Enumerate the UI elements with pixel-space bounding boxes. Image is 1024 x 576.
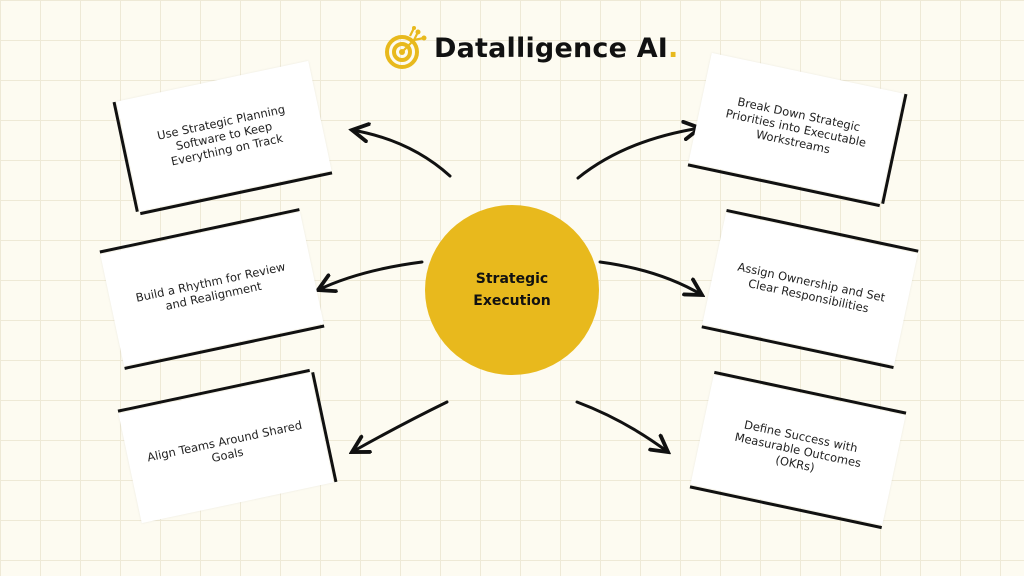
brand-name: Datalligence AI (434, 32, 669, 64)
brand-logo: Datalligence AI . (384, 18, 678, 78)
target-circuit-icon (385, 26, 427, 69)
card-text: Build a Rhythm for Review and Realignmen… (134, 259, 287, 313)
arrow-to-card-6 (575, 400, 668, 452)
card-text: Use Strategic Planning Software to Keep … (155, 101, 287, 169)
brand-dot: . (668, 32, 679, 64)
arrow-to-card-4 (576, 128, 700, 180)
card-text: Define Success with Measurable Outcomes … (733, 417, 863, 475)
arrow-to-card-3 (352, 400, 449, 452)
card-text: Align Teams Around Shared Goals (145, 417, 304, 466)
card-text: Break Down Strategic Priorities into Exe… (724, 94, 868, 157)
arrow-to-card-5 (598, 260, 702, 295)
center-node-strategic-execution: Strategic Execution (425, 205, 599, 375)
arrow-to-card-2 (318, 260, 424, 290)
center-label: Strategic Execution (473, 271, 551, 309)
arrow-to-card-1 (352, 130, 452, 178)
card-text: Assign Ownership and Set Clear Responsib… (736, 259, 887, 316)
